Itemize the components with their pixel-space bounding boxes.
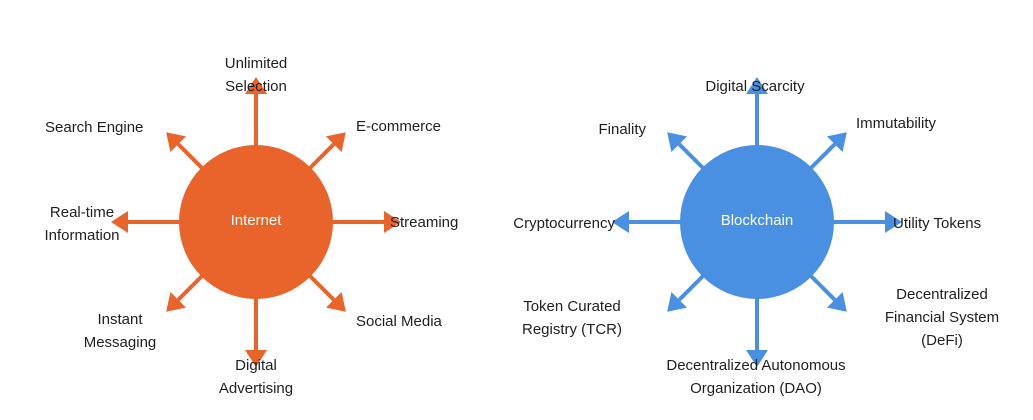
internet-arrow-head-e-commerce [326, 132, 346, 152]
blockchain-arrow-shaft-finality [677, 142, 707, 172]
internet-hub-circle [179, 145, 333, 299]
internet-arrow-head-digital-advertising [245, 350, 267, 367]
label-streaming: Streaming [390, 214, 459, 231]
label-instant-messaging: Instant Messaging [83, 311, 157, 351]
blockchain-arrow-head-finality [667, 132, 687, 152]
label-unlimited-selection: Unlimited Selection [224, 55, 288, 95]
internet-arrow-shaft-social-media [306, 272, 336, 302]
internet-arrow-shaft-instant-messaging [176, 272, 206, 302]
internet-arrow-head-instant-messaging [166, 292, 186, 312]
label-tcr: Token Curated Registry (TCR) [522, 298, 622, 338]
internet-arrow-head-unlimited-selection [245, 77, 267, 94]
label-immutability: Immutability [856, 115, 937, 132]
blockchain-arrow-head-cryptocurrency [612, 211, 629, 233]
blockchain-arrow-shaft-tcr [677, 272, 707, 302]
label-social-media: Social Media [356, 313, 442, 330]
internet-arrow-shaft-search-engine [176, 142, 206, 172]
blockchain-hub-circle [680, 145, 834, 299]
label-defi: Decentralized Financial System (DeFi) [884, 286, 1000, 349]
internet-arrow-head-social-media [326, 292, 346, 312]
blockchain-arrow-shaft-defi [807, 272, 837, 302]
label-search-engine: Search Engine [45, 119, 144, 136]
blockchain-arrow-head-dao [746, 350, 768, 367]
blockchain-arrow-head-tcr [667, 292, 687, 312]
internet-arrow-head-streaming [384, 211, 401, 233]
internet-arrow-head-search-engine [166, 132, 186, 152]
internet-arrow-head-real-time-information [111, 211, 128, 233]
blockchain-arrow-shaft-immutability [807, 142, 837, 172]
label-digital-advertising: Digital Advertising [218, 357, 294, 397]
label-dao: Decentralized Autonomous Organization (D… [666, 357, 846, 397]
internet-arrow-shaft-e-commerce [306, 142, 336, 172]
blockchain-arrow-head-utility-tokens [885, 211, 902, 233]
blockchain-arrow-head-digital-scarcity [746, 77, 768, 94]
label-real-time-information: Real-time Information [44, 204, 120, 244]
internet-hub-label: Internet [230, 212, 282, 229]
blockchain-arrow-head-defi [827, 292, 847, 312]
label-digital-scarcity: Digital Scarcity [705, 78, 805, 95]
label-utility-tokens: Utility Tokens [893, 215, 982, 232]
blockchain-arrow-head-immutability [827, 132, 847, 152]
label-finality: Finality [598, 121, 646, 138]
label-e-commerce: E-commerce [356, 118, 442, 135]
blockchain-hub-label: Blockchain [720, 212, 794, 229]
label-cryptocurrency: Cryptocurrency [513, 215, 615, 232]
